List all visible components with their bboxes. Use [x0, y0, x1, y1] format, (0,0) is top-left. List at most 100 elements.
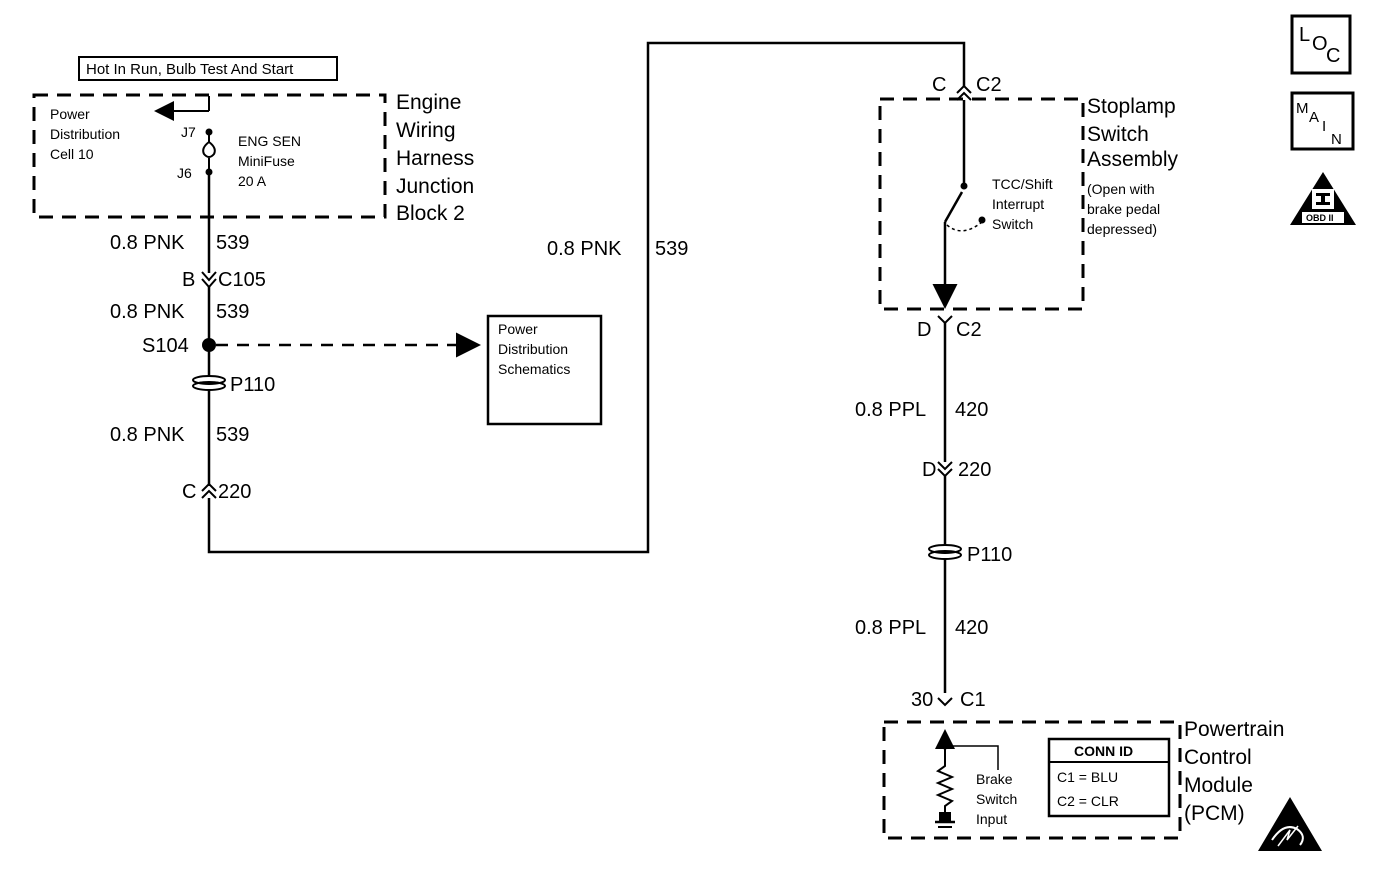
- svg-text:420: 420: [955, 399, 988, 421]
- svg-text:depressed): depressed): [1087, 221, 1157, 237]
- conn-id-table: CONN ID C1 = BLU C2 = CLR: [1047, 737, 1171, 818]
- svg-text:Module: Module: [1184, 774, 1253, 797]
- connector-c1: [937, 697, 953, 707]
- connector-c220-right-label: 220: [958, 459, 991, 481]
- pass-through-p110-left-label: P110: [230, 374, 275, 396]
- svg-text:0.8 PPL: 0.8 PPL: [855, 617, 926, 639]
- svg-text:I: I: [1322, 118, 1326, 135]
- svg-text:Switch: Switch: [1087, 123, 1149, 146]
- connector-c220-left-label: 220: [218, 481, 251, 503]
- conn-id-c1: C1 = BLU: [1057, 769, 1118, 785]
- routing-wire-539: [207, 41, 966, 554]
- wire-label-right-2: 0.8 PPL 420: [855, 617, 988, 639]
- svg-text:Input: Input: [976, 811, 1007, 827]
- svg-text:Brake: Brake: [976, 771, 1013, 787]
- splice-s104: [202, 338, 216, 352]
- svg-text:M: M: [1296, 100, 1309, 117]
- pull-up-resistor: [935, 760, 955, 812]
- svg-text:Power: Power: [498, 321, 538, 337]
- svg-text:Power: Power: [50, 106, 90, 122]
- switch-travel-arc: [946, 221, 983, 232]
- svg-text:539: 539: [216, 232, 249, 254]
- svg-text:Distribution: Distribution: [50, 126, 120, 142]
- svg-text:A: A: [1309, 109, 1319, 126]
- svg-text:Distribution: Distribution: [498, 341, 568, 357]
- connector-c220-left-pin: C: [182, 481, 196, 503]
- svg-text:539: 539: [655, 238, 688, 260]
- svg-text:C: C: [1326, 45, 1340, 67]
- main-icon: M A I N: [1290, 91, 1355, 151]
- svg-text:0.8 PNK: 0.8 PNK: [110, 232, 185, 254]
- conn-id-header: CONN ID: [1074, 743, 1133, 759]
- connector-c2-bottom-label: C2: [956, 319, 982, 341]
- brake-switch-input-label: Brake Switch Input: [976, 771, 1017, 827]
- svg-text:N: N: [1331, 131, 1342, 148]
- svg-text:Engine: Engine: [396, 91, 461, 114]
- svg-text:Wiring: Wiring: [396, 119, 456, 142]
- pass-through-p110-right-label: P110: [967, 544, 1012, 566]
- pass-through-p110-right: [928, 544, 962, 560]
- svg-text:TCC/Shift: TCC/Shift: [992, 176, 1053, 192]
- pcm-title: Powertrain Control Module (PCM): [1184, 718, 1284, 825]
- pin-j7-label: J7: [181, 124, 196, 140]
- wire-label-middle: 0.8 PNK 539: [547, 238, 688, 260]
- junction-block-title: Engine Wiring Harness Junction Block 2: [396, 91, 474, 225]
- svg-text:(Open with: (Open with: [1087, 181, 1155, 197]
- svg-text:0.8 PNK: 0.8 PNK: [110, 301, 185, 323]
- svg-text:brake pedal: brake pedal: [1087, 201, 1160, 217]
- svg-text:OBD II: OBD II: [1306, 213, 1334, 223]
- pcm-outline: [882, 720, 1182, 840]
- stoplamp-switch-title: Stoplamp Switch Assembly: [1087, 95, 1179, 171]
- connector-c105-pin: B: [182, 269, 195, 291]
- pass-through-p110-left: [192, 375, 226, 391]
- svg-text:ENG SEN: ENG SEN: [238, 133, 301, 149]
- svg-text:Switch: Switch: [992, 216, 1033, 232]
- svg-text:Schematics: Schematics: [498, 361, 570, 377]
- wire-label-right-1: 0.8 PPL 420: [855, 399, 988, 421]
- tcc-shift-switch-label: TCC/Shift Interrupt Switch: [992, 176, 1053, 232]
- svg-text:Interrupt: Interrupt: [992, 196, 1044, 212]
- esd-warning-icon: [1258, 797, 1322, 851]
- svg-text:MiniFuse: MiniFuse: [238, 153, 295, 169]
- wire-label-left-3: 0.8 PNK 539: [110, 424, 249, 446]
- connector-c1-pin: 30: [911, 689, 933, 711]
- pin-j6-label: J6: [177, 165, 192, 181]
- loc-icon: L O C: [1290, 14, 1352, 75]
- svg-text:539: 539: [216, 301, 249, 323]
- connector-c2-top-label: C2: [976, 74, 1002, 96]
- connector-c1-label: C1: [960, 689, 986, 711]
- connector-c2-top-pin: C: [932, 74, 946, 96]
- switch-contact-upper: [960, 182, 968, 190]
- wire-label-left-1: 0.8 PNK 539: [110, 232, 249, 254]
- connector-c220-left: [201, 482, 217, 499]
- connector-c105: [201, 271, 217, 289]
- svg-text:(PCM): (PCM): [1184, 802, 1245, 825]
- wire-label-left-2: 0.8 PNK 539: [110, 301, 249, 323]
- svg-text:Cell 10: Cell 10: [50, 146, 94, 162]
- connector-c220-right: [937, 461, 953, 478]
- svg-text:Stoplamp: Stoplamp: [1087, 95, 1176, 118]
- svg-text:Switch: Switch: [976, 791, 1017, 807]
- obd-ii-icon: OBD II: [1290, 172, 1356, 225]
- connector-c2-bottom-pin: D: [917, 319, 931, 341]
- stoplamp-switch-outline: [878, 97, 1085, 311]
- pcm-input-lead: [945, 745, 999, 770]
- connector-c105-label: C105: [218, 269, 266, 291]
- switch-blade: [943, 191, 964, 223]
- conn-id-c2: C2 = CLR: [1057, 793, 1119, 809]
- ground-symbol: [935, 812, 955, 828]
- power-distribution-cell-label: Power Distribution Cell 10: [50, 106, 120, 162]
- svg-text:Assembly: Assembly: [1087, 148, 1179, 171]
- svg-text:Block 2: Block 2: [396, 202, 465, 225]
- svg-text:0.8 PPL: 0.8 PPL: [855, 399, 926, 421]
- fuse-symbol: [202, 132, 216, 158]
- fuse-label: ENG SEN MiniFuse 20 A: [238, 133, 301, 189]
- svg-text:Junction: Junction: [396, 175, 474, 198]
- svg-text:0.8 PNK: 0.8 PNK: [547, 238, 622, 260]
- svg-text:O: O: [1312, 33, 1328, 55]
- power-supply-label: Hot In Run, Bulb Test And Start: [78, 56, 338, 81]
- connector-c220-right-pin: D: [922, 459, 936, 481]
- svg-text:Powertrain: Powertrain: [1184, 718, 1284, 741]
- svg-text:539: 539: [216, 424, 249, 446]
